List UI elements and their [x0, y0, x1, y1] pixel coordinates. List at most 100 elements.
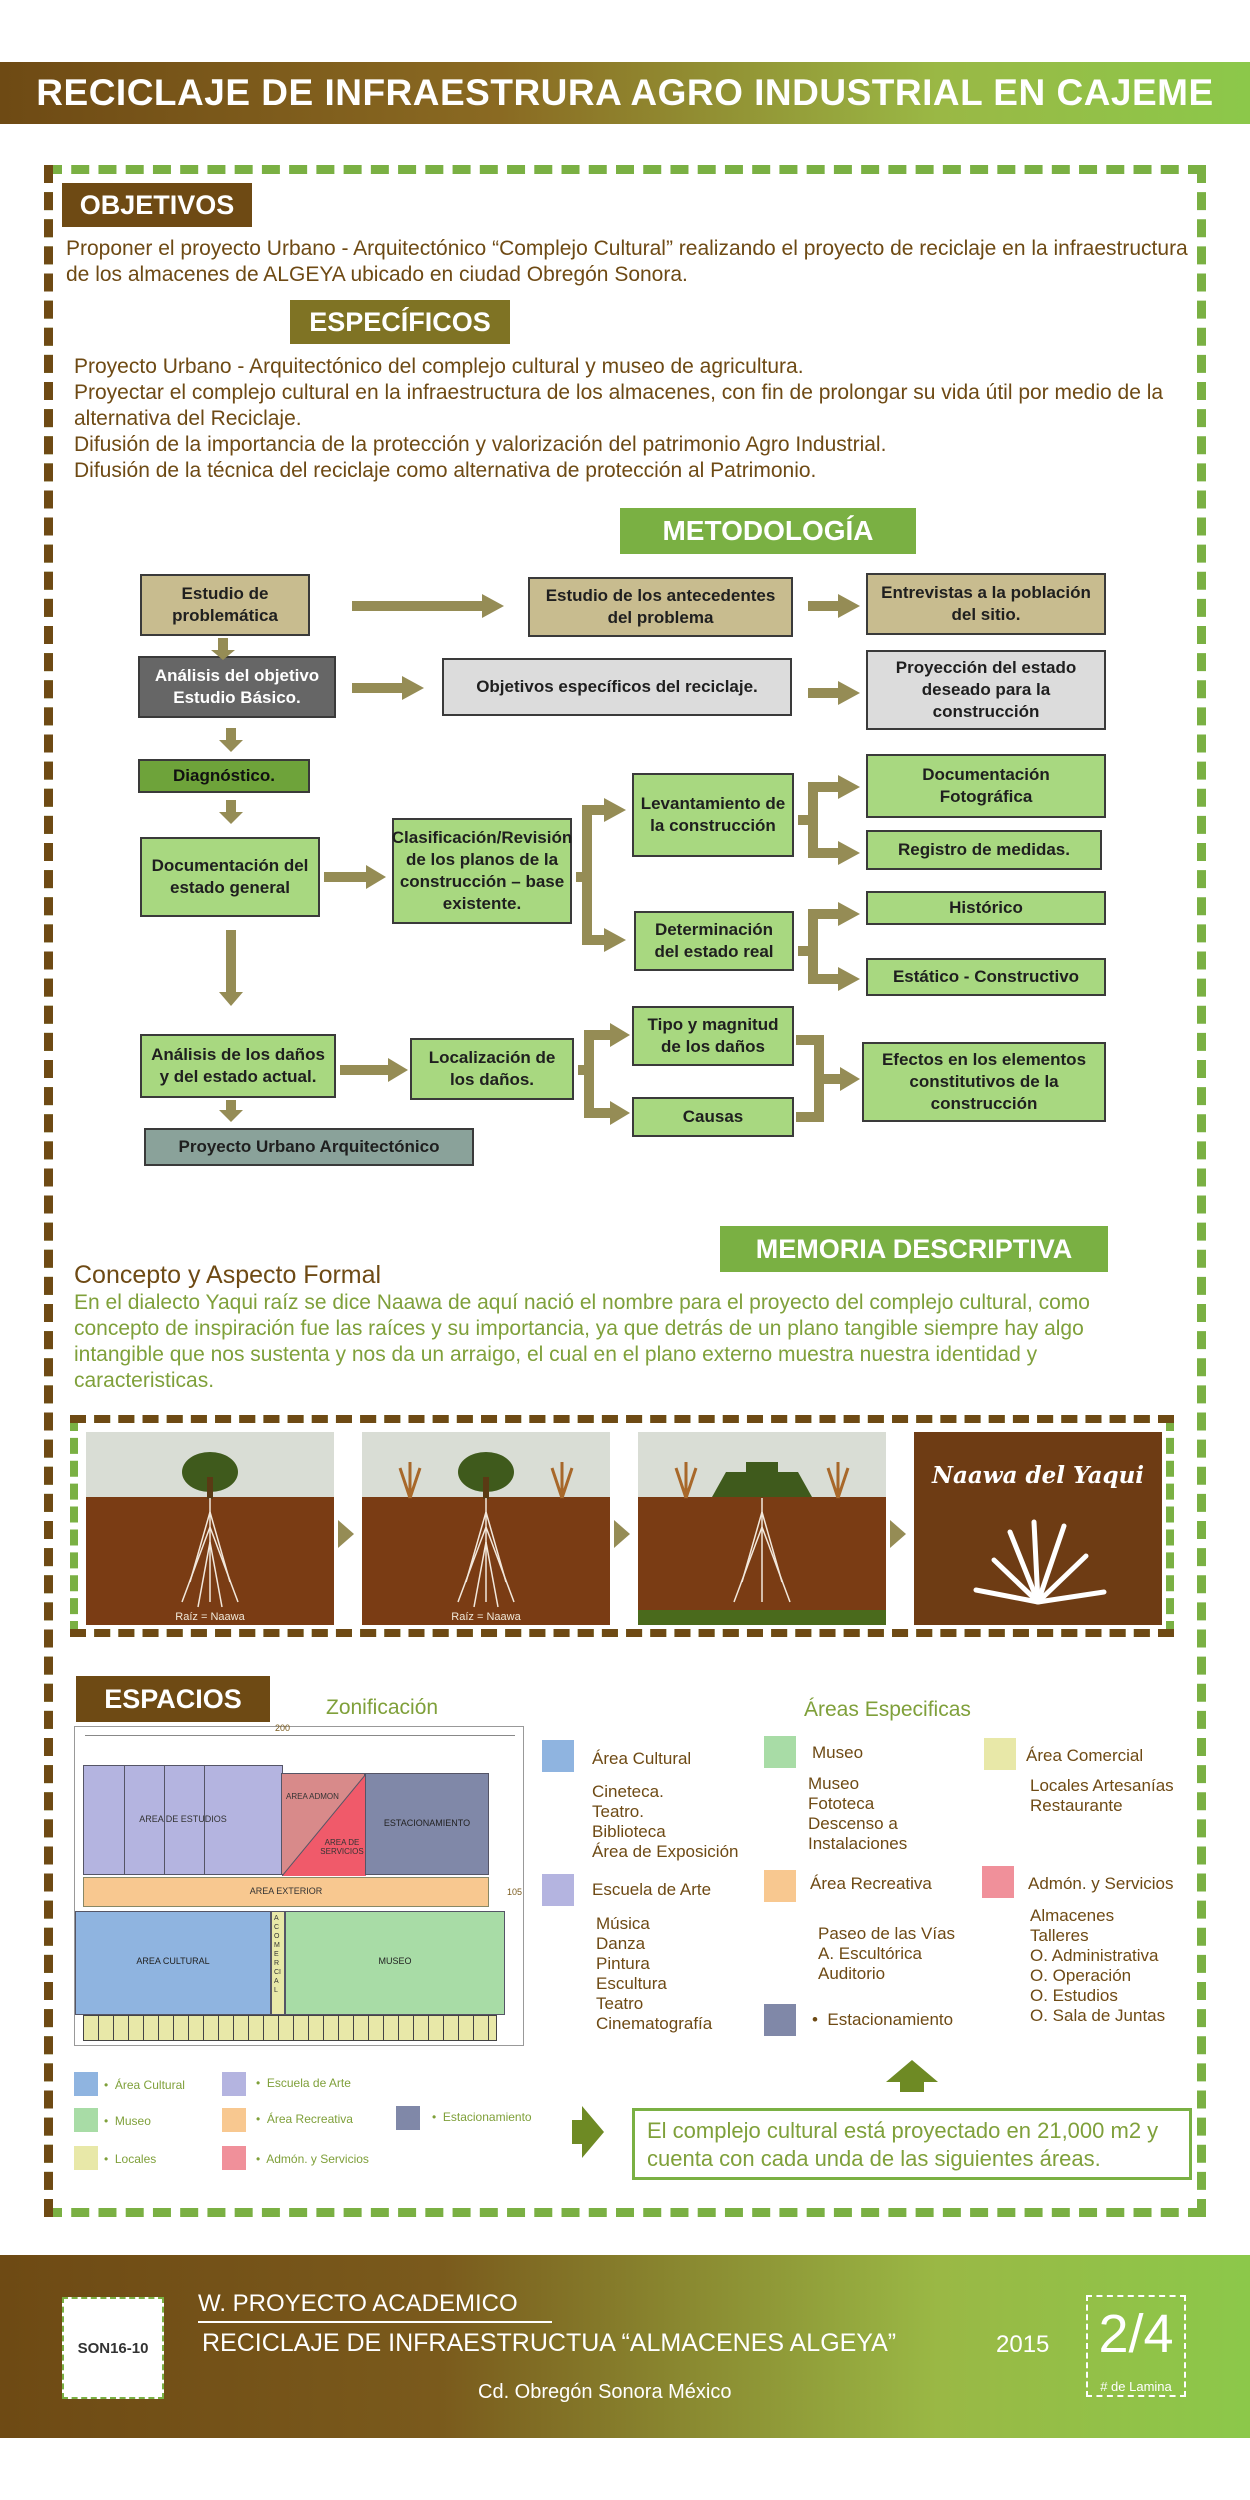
- legend-swatch: [222, 2108, 246, 2132]
- zone-label: AREA EXTERIOR: [249, 1886, 323, 1896]
- flow-historico: Histórico: [866, 891, 1106, 925]
- area-group-items: Locales Artesanías Restaurante: [1030, 1776, 1174, 1816]
- zone-comercial: ACOMERCIAL: [271, 1911, 285, 2015]
- legend-text: Locales: [114, 2152, 157, 2166]
- flow-analisis-objetivo: Análisis del objetivo Estudio Básico.: [138, 656, 336, 718]
- zone-area-exterior: AREA EXTERIOR: [83, 1877, 489, 1907]
- area-item: O. Estudios: [1030, 1986, 1118, 2005]
- project-code: SON16-10: [62, 2297, 164, 2399]
- poster-title: RECICLAJE DE INFRAESTRURA AGRO INDUSTRIA…: [36, 72, 1214, 113]
- area-item: Fototeca: [808, 1794, 875, 1813]
- zone-admon-servicios: AREA ADMON AREA DE SERVICIOS: [281, 1773, 366, 1876]
- area-group-title: Admón. y Servicios: [1028, 1874, 1174, 1893]
- tree-roots-illustration: [181, 1452, 239, 1608]
- zone-label: MUSEO: [378, 1956, 412, 1966]
- especificos-item: Proyecto Urbano - Arquitectónico del com…: [74, 355, 804, 378]
- area-group-items: Cineteca. Teatro. Biblioteca Área de Exp…: [592, 1782, 738, 1862]
- legend-label: • Locales: [104, 2152, 157, 2166]
- metodologia-tag: METODOLOGÍA: [620, 508, 916, 554]
- area-item: Paseo de las Vías: [818, 1924, 956, 1943]
- flow-documentacion-estado: Documentación del estado general: [140, 837, 320, 917]
- concept-strip-frame-top: [70, 1415, 1174, 1423]
- area-item: Teatro: [596, 1994, 644, 2013]
- area-item: Teatro.: [592, 1802, 644, 1821]
- zone-label: ESTACIONAMIENTO: [383, 1818, 471, 1828]
- legend-label: • Escuela de Arte: [256, 2076, 351, 2090]
- flow-determinacion: Determinación del estado real: [634, 911, 794, 971]
- naawa-logo-panel: Naawa del Yaqui: [914, 1432, 1162, 1625]
- naawa-logo-text: Naawa del Yaqui: [931, 1462, 1145, 1489]
- zone-area-estudios: AREA DE ESTUDIOS: [83, 1765, 283, 1875]
- zone-label: AREA ADMON: [286, 1792, 339, 1801]
- memoria-subtitle: Concepto y Aspecto Formal: [74, 1261, 382, 1289]
- flow-estudio-problematica: Estudio de problemática: [140, 574, 310, 636]
- areas-especificas-title: Áreas Especificas: [804, 1698, 971, 1721]
- footer-line1: W. PROYECTO ACADEMICO: [198, 2290, 518, 2317]
- legend-swatch: [74, 2072, 98, 2096]
- site-plan: 200 105 AREA DE ESTUDIOS AREA ADMON AREA…: [74, 1723, 524, 2046]
- area-group-title: Área Recreativa: [810, 1874, 932, 1893]
- area-item: Museo: [808, 1774, 860, 1793]
- up-arrow-icon: [886, 2060, 938, 2092]
- area-swatch: [764, 1736, 796, 1768]
- area-item: O. Administrativa: [1030, 1946, 1159, 1965]
- area-item: Cineteca.: [592, 1782, 664, 1801]
- area-item: Área de Exposición: [592, 1842, 739, 1861]
- flow-proyeccion: Proyección del estado deseado para la co…: [866, 650, 1106, 730]
- strip-arrow: [890, 1520, 906, 1548]
- legend-label: • Admón. y Servicios: [256, 2152, 369, 2166]
- area-item: Restaurante: [1030, 1796, 1123, 1815]
- zone-label: AREA DE ESTUDIOS: [139, 1814, 227, 1824]
- flow-diagnostico: Diagnóstico.: [138, 759, 310, 793]
- legend-swatch: [222, 2146, 246, 2170]
- area-item: Descenso a: [808, 1814, 898, 1833]
- plan-dim-top: 200: [275, 1723, 291, 1733]
- area-item: Auditorio: [818, 1964, 886, 1983]
- especificos-list: Proyecto Urbano - Arquitectónico del com…: [74, 354, 1174, 484]
- legend-swatch: [396, 2106, 420, 2130]
- area-item: Pintura: [596, 1954, 650, 1973]
- legend-swatch: [74, 2146, 98, 2170]
- legend-swatch: [222, 2072, 246, 2096]
- especificos-item: Difusión de la importancia de la protecc…: [74, 433, 887, 456]
- summary-box: El complejo cultural está proyectado en …: [632, 2108, 1192, 2180]
- zone-label: ACOMERCIAL: [274, 1915, 281, 1994]
- legend-text: Estacionamiento: [442, 2110, 532, 2124]
- plan-dim-side: 105: [507, 1887, 523, 1897]
- area-swatch: [982, 1866, 1014, 1898]
- area-item: Talleres: [1030, 1926, 1089, 1945]
- legend-text: Escuela de Arte: [266, 2076, 351, 2090]
- area-item: Cinematografía: [596, 2014, 713, 2033]
- flow-localizacion: Localización de los daños.: [410, 1038, 574, 1100]
- area-group-title: • Estacionamiento: [812, 2010, 954, 2029]
- sheet-number: 2/4: [1098, 2304, 1174, 2364]
- espacios-tag: ESPACIOS: [76, 1676, 270, 1722]
- panel-caption: Raíz = Naawa: [451, 1611, 521, 1623]
- footer-underline: [198, 2321, 552, 2323]
- zone-label: AREA DE SERVICIOS: [320, 1838, 364, 1856]
- legend-text: Admón. y Servicios: [266, 2152, 369, 2166]
- concept-panel-2: Raíz = Naawa: [362, 1432, 610, 1625]
- concept-panel-1: Raíz = Naawa: [86, 1432, 334, 1625]
- zone-label: AREA CULTURAL: [136, 1956, 210, 1966]
- legend-text: Área Recreativa: [266, 2112, 353, 2126]
- area-swatch: [764, 1870, 796, 1902]
- area-swatch: [542, 1740, 574, 1772]
- flow-antecedentes: Estudio de los antecedentes del problema: [528, 577, 793, 637]
- area-item: Música: [596, 1914, 650, 1933]
- tree-roots-plants-illustration: [398, 1452, 574, 1608]
- footer-bar: SON16-10 W. PROYECTO ACADEMICO RECICLAJE…: [0, 2255, 1250, 2438]
- right-arrow-icon: [572, 2106, 604, 2158]
- zone-estacionamiento: ESTACIONAMIENTO: [365, 1773, 489, 1875]
- legend-label: • Área Recreativa: [256, 2112, 353, 2126]
- flow-registro-medidas: Registro de medidas.: [866, 830, 1102, 870]
- legend-text: Museo: [114, 2114, 151, 2128]
- footer-line3: Cd. Obregón Sonora México: [478, 2381, 732, 2403]
- footer-line2: RECICLAJE DE INFRAESTRUCTUA “ALMACENES A…: [202, 2329, 897, 2357]
- strip-arrow: [614, 1520, 630, 1548]
- area-group-title: Escuela de Arte: [592, 1880, 712, 1899]
- objetivos-tag: OBJETIVOS: [62, 183, 252, 227]
- flow-tipo-magnitud: Tipo y magnitud de los daños: [632, 1006, 794, 1066]
- objetivos-text: Proponer el proyecto Urbano - Arquitectó…: [66, 237, 1188, 286]
- sheet-label: # de Lamina: [1100, 2379, 1172, 2394]
